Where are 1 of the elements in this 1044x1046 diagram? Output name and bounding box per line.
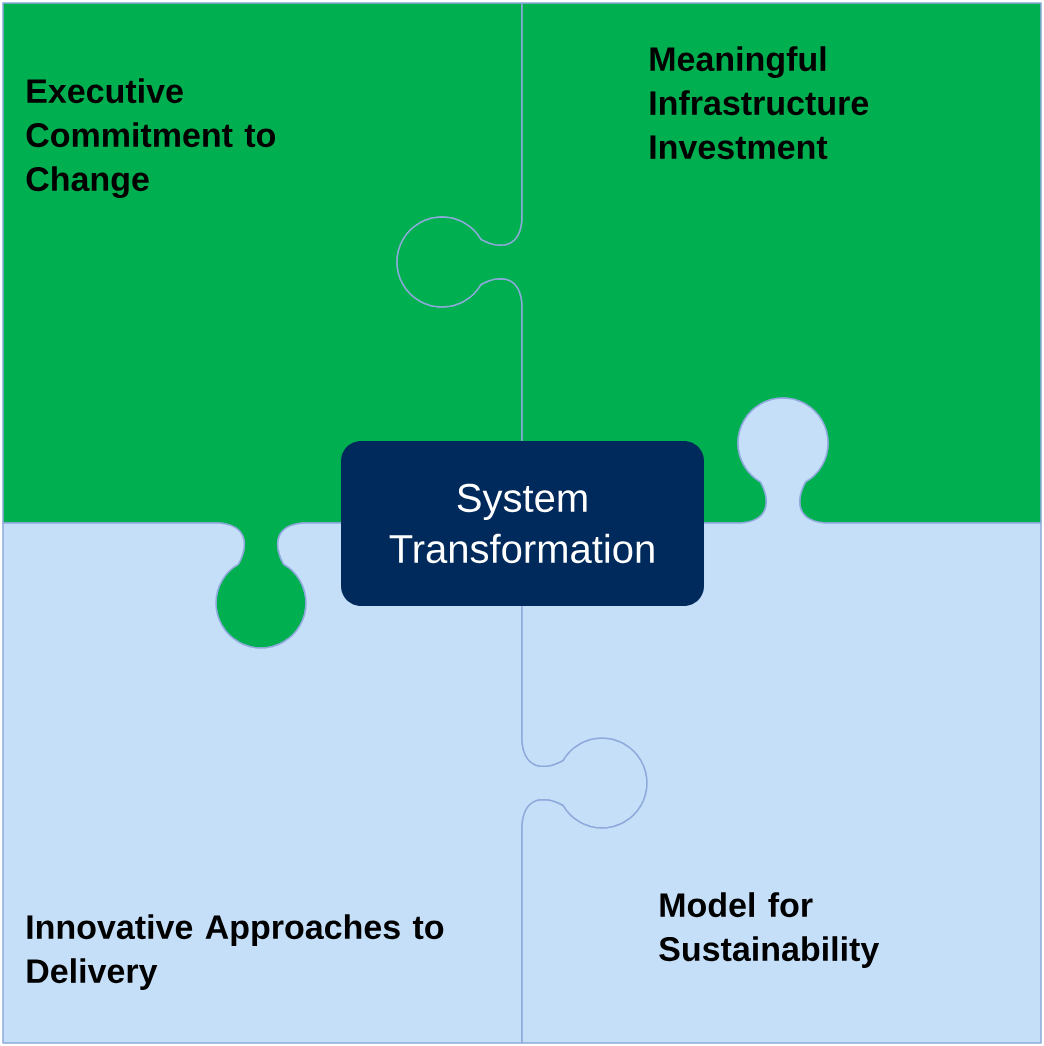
- rounded-box: System Transformation: [341, 441, 704, 606]
